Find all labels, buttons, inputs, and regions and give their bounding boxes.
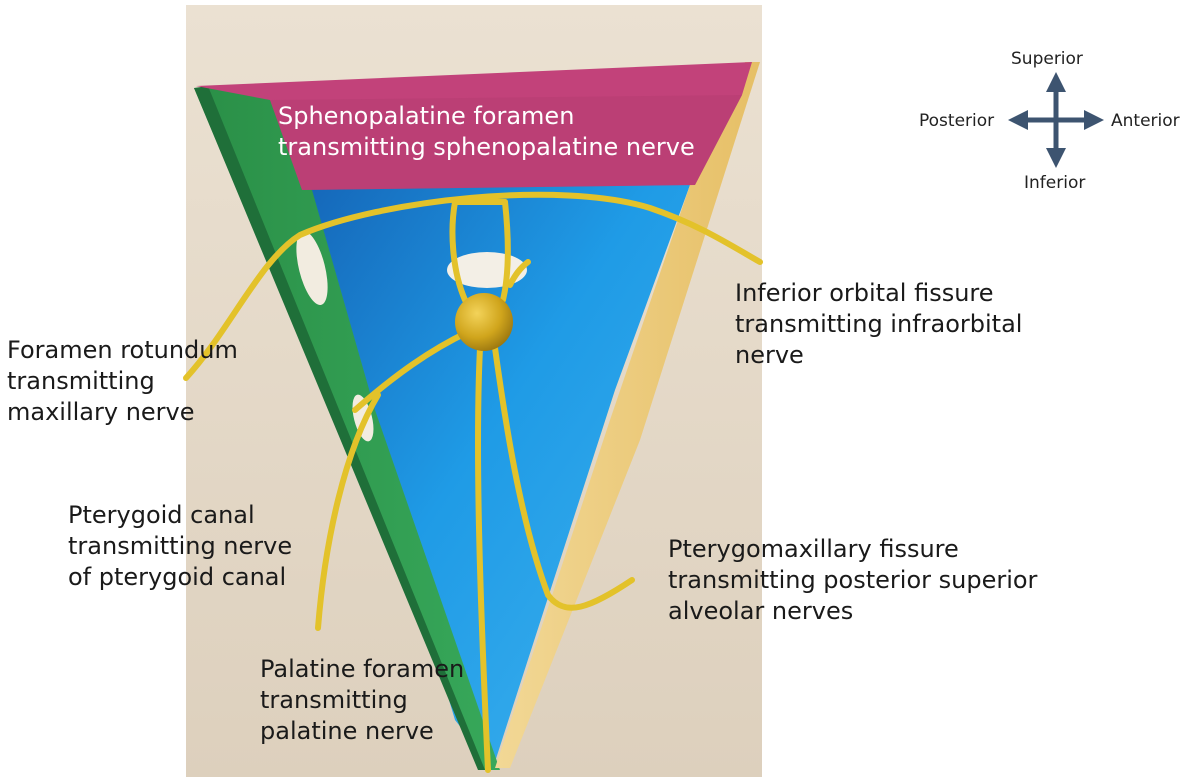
label-foramen-rotundum: Foramen rotundum transmitting maxillary …: [7, 335, 238, 428]
label-line: transmitting infraorbital: [735, 310, 1023, 338]
label-line: transmitting: [260, 686, 408, 714]
rotundum-hole: [296, 230, 328, 306]
label-pterygomaxillary-fissure: Pterygomaxillary fissure transmitting po…: [668, 534, 1037, 627]
label-line: Pterygomaxillary fissure: [668, 535, 959, 563]
compass-posterior-label: Posterior: [919, 111, 995, 131]
label-sphenopalatine-foramen: Sphenopalatine foramen transmitting sphe…: [278, 101, 695, 163]
nerve-wires: [183, 191, 763, 773]
label-line: Palatine foramen: [260, 655, 465, 683]
label-line: maxillary nerve: [7, 398, 195, 426]
label-line: Pterygoid canal: [68, 501, 255, 529]
label-line: transmitting posterior superior: [668, 566, 1038, 594]
label-line: transmitting sphenopalatine nerve: [278, 133, 695, 161]
label-inferior-orbital-fissure: Inferior orbital fissure transmitting in…: [735, 278, 1022, 371]
label-pterygoid-canal: Pterygoid canal transmitting nerve of pt…: [68, 500, 292, 593]
label-line: Inferior orbital fissure: [735, 279, 994, 307]
roof-shadow: [270, 95, 742, 190]
label-palatine-foramen: Palatine foramen transmitting palatine n…: [260, 654, 464, 747]
label-line: transmitting nerve: [68, 532, 293, 560]
pterygopalatine-ganglion: [455, 293, 513, 351]
left-wall-edge: [194, 86, 485, 770]
right-yellow-wall: [495, 62, 760, 768]
compass-anterior-label: Anterior: [1111, 111, 1180, 131]
compass-superior-label: Superior: [1011, 49, 1083, 69]
label-line: alveolar nerves: [668, 597, 854, 625]
orientation-compass: [1008, 72, 1104, 168]
label-line: Sphenopalatine foramen: [278, 102, 575, 130]
label-line: Foramen rotundum: [7, 336, 238, 364]
label-line: palatine nerve: [260, 717, 434, 745]
magenta-roof: [196, 62, 752, 190]
compass-inferior-label: Inferior: [1024, 173, 1086, 193]
inner-blue-cavity: [300, 185, 690, 768]
label-line: of pterygoid canal: [68, 563, 287, 591]
label-line: nerve: [735, 341, 804, 369]
label-line: transmitting: [7, 367, 155, 395]
